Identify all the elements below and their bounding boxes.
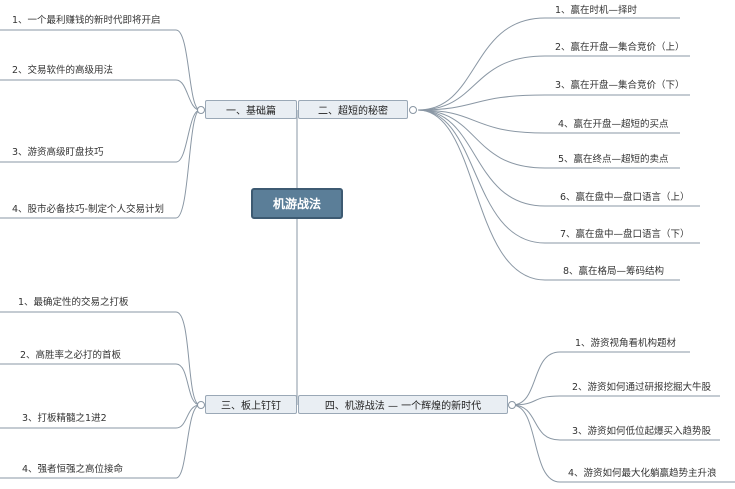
leaf-topic[interactable]: 3、打板精髓之1进2 bbox=[22, 413, 107, 424]
leaf-topic[interactable]: 8、赢在格局—筹码结构 bbox=[563, 266, 665, 277]
leaf-topic[interactable]: 4、游资如何最大化躺赢趋势主升浪 bbox=[568, 468, 717, 479]
leaf-topic[interactable]: 3、游资如何低位起爆买入趋势股 bbox=[572, 426, 712, 437]
central-topic[interactable]: 机游战法 bbox=[251, 188, 343, 219]
leaf-topic[interactable]: 2、交易软件的高级用法 bbox=[12, 65, 114, 76]
leaf-topic[interactable]: 6、赢在盘中—盘口语言（上） bbox=[560, 192, 690, 203]
leaf-topic[interactable]: 7、赢在盘中—盘口语言（下） bbox=[560, 229, 690, 240]
leaf-topic[interactable]: 3、游资高级盯盘技巧 bbox=[12, 147, 104, 158]
collapse-toggle-b2[interactable] bbox=[409, 106, 417, 114]
leaf-topic[interactable]: 1、一个最利赚钱的新时代即将开启 bbox=[12, 15, 161, 26]
branch-topic-new-era[interactable]: 四、机游战法 — 一个辉煌的新时代 bbox=[298, 395, 508, 414]
branch-topic-basics[interactable]: 一、基础篇 bbox=[205, 100, 297, 119]
collapse-toggle-b4[interactable] bbox=[508, 401, 516, 409]
leaf-topic[interactable]: 5、赢在终点—超短的卖点 bbox=[558, 154, 669, 165]
leaf-topic[interactable]: 1、最确定性的交易之打板 bbox=[18, 297, 129, 308]
leaf-topic[interactable]: 1、游资视角看机构题材 bbox=[575, 338, 677, 349]
collapse-toggle-b1[interactable] bbox=[197, 106, 205, 114]
leaf-topic[interactable]: 2、高胜率之必打的首板 bbox=[20, 350, 122, 361]
leaf-topic[interactable]: 2、赢在开盘—集合竞价（上） bbox=[555, 42, 685, 53]
leaf-topic[interactable]: 1、赢在时机—择时 bbox=[555, 5, 638, 16]
collapse-toggle-b3[interactable] bbox=[197, 401, 205, 409]
branch-topic-limit-board[interactable]: 三、板上钉钉 bbox=[205, 395, 297, 414]
leaf-topic[interactable]: 2、游资如何通过研报挖掘大牛股 bbox=[572, 382, 712, 393]
leaf-topic[interactable]: 4、赢在开盘—超短的买点 bbox=[558, 119, 669, 130]
leaf-topic[interactable]: 3、赢在开盘—集合竞价（下） bbox=[555, 80, 685, 91]
leaf-topic[interactable]: 4、股市必备技巧-制定个人交易计划 bbox=[12, 204, 164, 215]
leaf-topic[interactable]: 4、强者恒强之高位接命 bbox=[22, 464, 124, 475]
branch-topic-ultrashort-secrets[interactable]: 二、超短的秘密 bbox=[298, 100, 408, 119]
